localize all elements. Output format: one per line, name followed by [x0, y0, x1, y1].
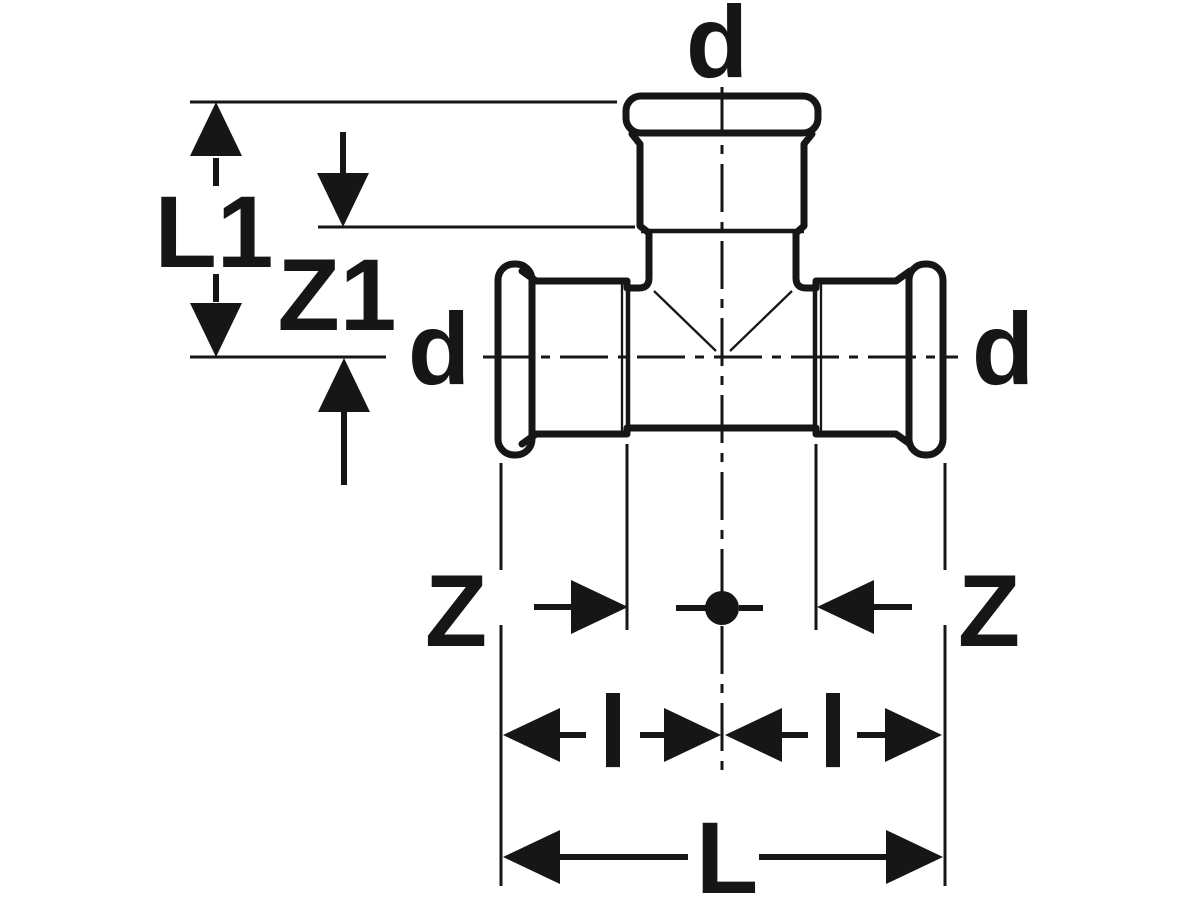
- label-l-right: l: [819, 675, 847, 789]
- dimension-labels: d L1 Z1 d d Z Z l l L: [154, 0, 1034, 900]
- dim-l-row: [503, 708, 942, 762]
- dim-Z-row: [534, 580, 912, 634]
- dim-L1: [190, 102, 242, 357]
- label-l-left: l: [599, 675, 627, 789]
- dim-L1-arrow-up: [190, 102, 242, 156]
- dim-L-row: [503, 830, 943, 884]
- dim-l-right-arrow-out: [885, 708, 942, 762]
- fitting-outline: [494, 92, 947, 459]
- dim-Z1-stems: [340, 132, 347, 485]
- tee-fitting: [494, 92, 947, 459]
- fitting-outline-top-left: [518, 130, 653, 292]
- right-press-bead: [905, 260, 947, 459]
- dim-Z1-arrow-down: [317, 173, 369, 227]
- socket-step-lines: [625, 228, 818, 433]
- dim-Z-right-arrow: [817, 580, 874, 634]
- label-L1: L1: [154, 175, 273, 289]
- dim-Z-center-dot: [705, 591, 739, 625]
- label-Z-left: Z: [425, 554, 487, 668]
- label-Z-right: Z: [958, 554, 1020, 668]
- label-d-left: d: [408, 292, 470, 406]
- dim-l-left-arrow-center: [664, 708, 721, 762]
- dim-Z1-arrow-up: [318, 358, 370, 412]
- weld-v-line-left: [653, 290, 717, 352]
- weld-v-line-right: [729, 290, 793, 352]
- branch-press-bead: [622, 92, 822, 137]
- label-L: L: [696, 801, 758, 900]
- dim-l-left-arrow-out: [503, 708, 560, 762]
- label-Z1: Z1: [277, 238, 396, 352]
- dim-Z-left-arrow: [571, 580, 628, 634]
- dim-L-right-arrow: [886, 830, 943, 884]
- dim-L-left-arrow: [503, 830, 560, 884]
- dimension-marks: [190, 102, 943, 884]
- left-press-bead: [494, 260, 536, 459]
- extension-lines: [190, 100, 947, 886]
- fitting-outline-top-right: [792, 130, 914, 292]
- dim-Z1: [317, 132, 370, 485]
- dim-L1-arrow-down: [190, 303, 242, 357]
- fitting-outline-bottom: [518, 424, 914, 448]
- label-d-branch: d: [686, 0, 748, 99]
- dim-l-right-arrow-center: [725, 708, 782, 762]
- label-d-right: d: [972, 292, 1034, 406]
